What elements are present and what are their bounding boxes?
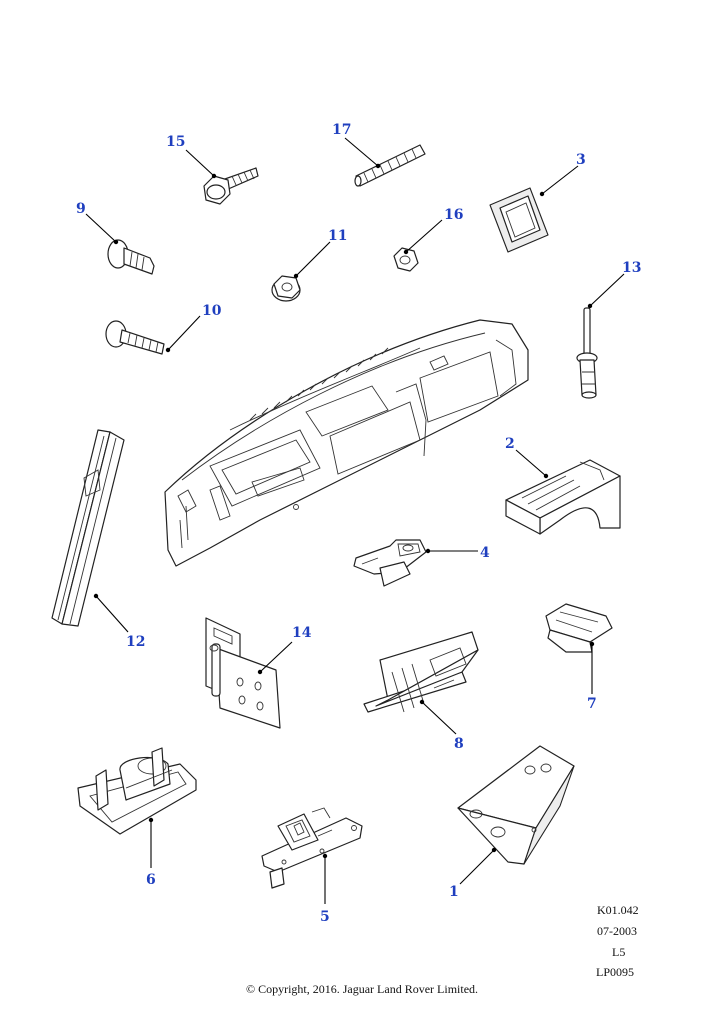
part-13-rivet [576, 307, 598, 399]
callout-labels: 15 17 3 9 16 11 13 10 2 4 12 14 7 8 6 5 … [76, 122, 641, 925]
part-9-screw [107, 239, 155, 275]
part-15-flange-bolt [203, 167, 259, 205]
part-1-angled-bracket [457, 745, 575, 865]
callout-8: 8 [454, 736, 464, 752]
callout-10: 10 [202, 303, 222, 319]
callout-2: 2 [505, 436, 515, 452]
part-6-holder [77, 747, 197, 835]
date-code: 07-2003 [597, 924, 637, 938]
part-5-plate-bracket [261, 807, 363, 889]
part-16-hex-nut [393, 247, 419, 272]
copyright-notice: © Copyright, 2016. Jaguar Land Rover Lim… [245, 982, 479, 996]
part-17-threaded-stud [354, 144, 426, 187]
callout-7: 7 [587, 696, 597, 712]
callout-12: 12 [126, 634, 145, 650]
part-11-flange-nut [271, 275, 301, 302]
dashboard-fascia [164, 319, 529, 567]
part-3-square-pad [489, 187, 549, 253]
callout-16: 16 [444, 207, 463, 223]
part-8-vented-bracket [363, 631, 479, 713]
callout-11: 11 [328, 228, 347, 244]
level-code: L5 [612, 945, 626, 959]
ref-code: K01.042 [597, 903, 639, 917]
callout-13: 13 [622, 260, 641, 276]
part-7-clip [545, 603, 613, 653]
callout-5: 5 [320, 909, 330, 925]
callout-17: 17 [332, 122, 351, 138]
callout-6: 6 [146, 872, 156, 888]
callout-1: 1 [449, 884, 459, 900]
callout-14: 14 [292, 625, 312, 641]
leader-lines [85, 137, 625, 904]
callout-9: 9 [76, 201, 86, 217]
part-12-trim-strip [51, 429, 125, 627]
part-10-long-bolt [105, 320, 165, 355]
callout-4: 4 [480, 545, 490, 561]
part-2-bracket [505, 459, 621, 535]
callout-15: 15 [166, 134, 185, 150]
callout-3: 3 [576, 152, 586, 168]
part-4-clip-bracket [353, 539, 427, 587]
plate-code: LP0095 [596, 965, 635, 979]
part-14-hinge-plate [205, 617, 281, 729]
